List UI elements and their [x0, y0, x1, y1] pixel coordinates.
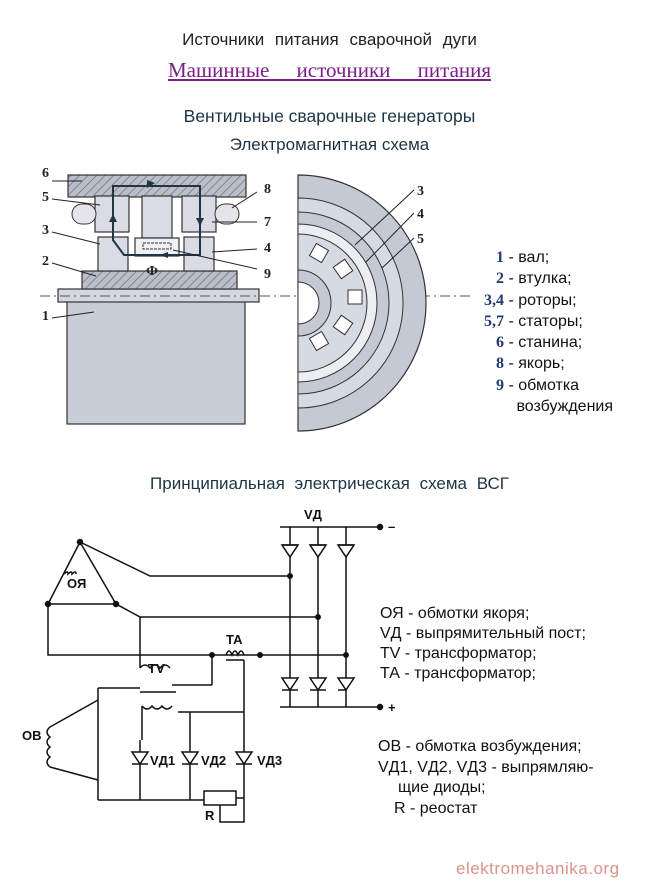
- label-7: 7: [264, 215, 271, 230]
- label-3: 3: [42, 223, 49, 238]
- section-subtitle: Электромагнитная схема: [229, 135, 430, 154]
- legend-line: TV - трансформатор;: [380, 645, 537, 662]
- label-4: 4: [264, 241, 271, 256]
- vd-label: VД: [304, 507, 323, 522]
- legend-line: ОВ - обмотка возбуждения;: [378, 738, 582, 755]
- legend-line: R - реостат: [394, 799, 478, 817]
- radial-section: 3 4 5: [297, 174, 427, 432]
- label-8: 8: [264, 182, 271, 197]
- sleeve: [81, 270, 238, 290]
- core-hub: [141, 195, 173, 239]
- armature-left: [71, 203, 97, 225]
- legend-item: 2 - втулка;: [496, 270, 572, 288]
- legend-line: ТА - трансформатор;: [380, 665, 536, 682]
- machine-section: 6 5 3 2 1 8 7 4 9 Ф: [40, 166, 470, 425]
- circuit-section-title: Принципиальная электрическая схема ВСГ: [150, 474, 509, 493]
- legend-line: VД1, VД2, VД3 - выпрямляю-: [378, 758, 594, 776]
- flux-label: Ф: [146, 264, 158, 279]
- armature-right: [214, 203, 240, 225]
- legend-item: возбуждения: [516, 398, 614, 416]
- label-5: 5: [42, 190, 49, 205]
- tv-label: TV: [148, 661, 165, 676]
- legend-line: ОЯ - обмотки якоря;: [380, 605, 530, 622]
- legend-item: 6 - станина;: [496, 334, 583, 352]
- radial-label-5: 5: [417, 232, 424, 247]
- circuit: [44, 523, 384, 823]
- ta-label: ТА: [226, 632, 243, 647]
- site-watermark: elektromehanika.org: [456, 859, 620, 878]
- oya-label: ОЯ: [67, 576, 86, 591]
- plus-label: +: [388, 700, 396, 715]
- legend-item: 3,4 - роторы;: [484, 291, 577, 309]
- legend-item: 8 - якорь;: [496, 355, 565, 373]
- legend-parts: 1 - вал; 2 - втулка; 3,4 - роторы; 5,7 -…: [472, 247, 613, 417]
- legend-item: 5,7 - статоры;: [484, 312, 583, 330]
- ov-label: ОВ: [22, 728, 42, 743]
- legend-item: 1 - вал;: [496, 249, 550, 266]
- vd3-label: VД3: [257, 753, 282, 768]
- page-subheading-link[interactable]: Машинные источники питания: [167, 58, 492, 82]
- legend-circuit-2: ОВ - обмотка возбуждения; VД1, VД2, VД3 …: [378, 737, 594, 819]
- vd1-label: VД1: [150, 753, 175, 768]
- label-1: 1: [42, 309, 49, 324]
- legend-item: 9 - обмотка: [496, 376, 580, 394]
- shaft-body: [66, 299, 246, 425]
- vd2-label: VД2: [201, 753, 226, 768]
- rotor-left: [97, 236, 129, 272]
- radial-label-4: 4: [417, 207, 424, 222]
- label-9: 9: [264, 267, 271, 282]
- legend-line: VД - выпрямительный пост;: [380, 625, 586, 642]
- r-label: R: [205, 808, 215, 823]
- label-2: 2: [42, 254, 49, 269]
- section-title: Вентильные сварочные генераторы: [183, 106, 476, 126]
- excitation-winding: [134, 237, 180, 257]
- legend-line: щие диоды;: [398, 779, 486, 796]
- minus-label: –: [388, 519, 395, 534]
- legend-circuit-1: ОЯ - обмотки якоря; VД - выпрямительный …: [380, 604, 586, 684]
- page-heading: Источники питания сварочной дуги: [182, 30, 477, 49]
- radial-label-3: 3: [417, 184, 424, 199]
- label-6: 6: [42, 166, 49, 181]
